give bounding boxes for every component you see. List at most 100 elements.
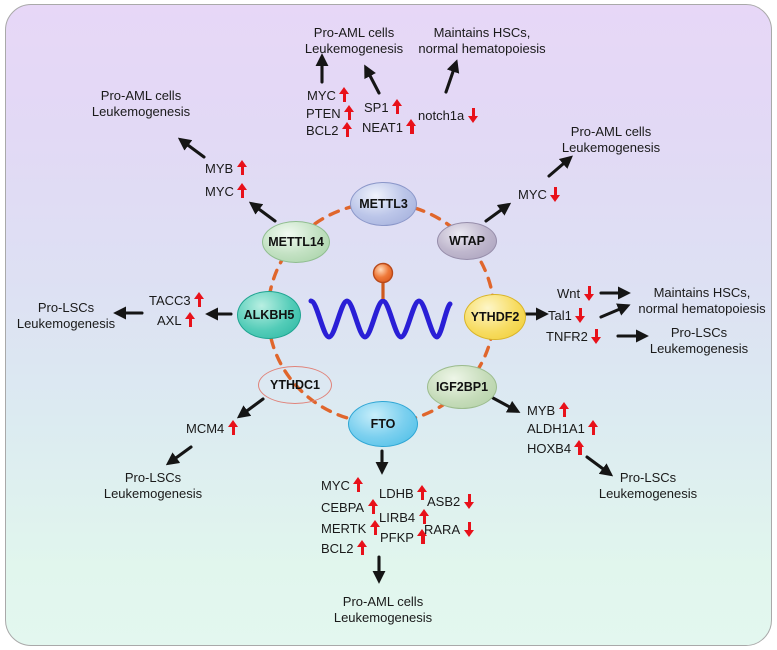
outcome-line: Pro-AML cells	[313, 25, 395, 40]
gene-label: NEAT1	[362, 120, 403, 135]
upregulated-icon	[237, 183, 249, 199]
upregulated-icon	[558, 402, 570, 418]
outcome-right-lsc: Pro-LSCs Leukemogenesis	[650, 325, 748, 356]
gene-label: MCM4	[186, 421, 225, 436]
upregulated-icon	[391, 99, 404, 115]
outcome-line: normal hematopoiesis	[638, 300, 766, 316]
upregulated-icon	[341, 122, 354, 138]
outcome-line: Pro-LSCs	[124, 470, 182, 485]
gene-label: RARA	[424, 522, 461, 537]
upregulated-icon	[353, 477, 365, 493]
gene-myc-fto: MYC	[321, 477, 365, 493]
outcome-topleft: Pro-AML cells Leukemogenesis	[92, 88, 190, 119]
regulator-alkbh5: ALKBH5	[237, 291, 301, 339]
arrow-myc-to-outcome-topright	[547, 155, 573, 178]
gene-label: MYB	[527, 403, 556, 418]
arrow-ythdc1-to-mcm4	[236, 397, 265, 419]
upregulated-icon	[574, 440, 586, 456]
gene-label: PTEN	[306, 106, 341, 121]
gene-lirb4-fto: LIRB4	[379, 509, 430, 525]
outcome-line: Maintains HSCs,	[653, 285, 751, 300]
regulator-wtap: WTAP	[437, 222, 497, 260]
outcome-topright: Pro-AML cells Leukemogenesis	[562, 124, 660, 155]
upregulated-icon	[356, 540, 369, 556]
arrow-hoxb4-to-outcome	[585, 455, 614, 477]
gene-label: PFKP	[380, 530, 414, 545]
gene-myc-mettl3: MYC	[307, 87, 351, 103]
upregulated-icon	[227, 420, 239, 436]
rna-strand-icon	[308, 298, 453, 340]
upregulated-icon	[417, 529, 429, 545]
gene-label: Tal1	[548, 308, 572, 323]
upregulated-icon	[344, 105, 356, 121]
gene-label: HOXB4	[527, 441, 572, 456]
outcome-left: Pro-LSCs Leukemogenesis	[17, 300, 115, 331]
gene-tnfr2-ythdf2: TNFR2	[546, 328, 603, 344]
gene-notch1a-mettl3: notch1a	[418, 107, 479, 123]
gene-neat1-mettl3: NEAT1	[362, 119, 418, 135]
outcome-topcenter-aml: Pro-AML cells Leukemogenesis	[305, 25, 403, 56]
regulator-ythdf2: YTHDF2	[464, 294, 526, 340]
outcome-line: Pro-AML cells	[570, 124, 652, 139]
outcome-topcenter-hsc: Maintains HSCs, normal hematopoiesis	[418, 25, 545, 56]
gene-myc-mettl14: MYC	[205, 183, 249, 199]
outcome-line: Leukemogenesis	[649, 340, 749, 356]
gene-label: MYC	[307, 88, 336, 103]
regulator-ythdc1: YTHDC1	[258, 366, 332, 404]
upregulated-icon	[339, 87, 351, 103]
gene-label: LIRB4	[379, 510, 416, 525]
gene-wnt-ythdf2: Wnt	[557, 285, 595, 301]
outcome-line: normal hematopoiesis	[418, 40, 546, 56]
gene-myb-igf2bp1: MYB	[527, 402, 570, 418]
gene-label: MYB	[205, 161, 234, 176]
downregulated-icon	[463, 521, 475, 537]
arrow-mettl14-to-genes	[248, 201, 277, 223]
gene-mertk-fto: MERTK	[321, 520, 381, 536]
arrow-igf2bp1-to-genes	[491, 396, 521, 413]
gene-label: TNFR2	[546, 329, 588, 344]
gene-label: ALDH1A1	[527, 421, 585, 436]
gene-hoxb4-igf2bp1: HOXB4	[527, 440, 586, 456]
upregulated-icon	[367, 499, 379, 515]
gene-label: BCL2	[321, 541, 354, 556]
upregulated-icon	[588, 420, 600, 436]
gene-axl-alkbh5: AXL	[157, 312, 197, 328]
gene-tal1-ythdf2: Tal1	[548, 307, 587, 323]
outcome-line: Maintains HSCs,	[433, 25, 531, 40]
outcome-line: Pro-AML cells	[100, 88, 182, 103]
figure-panel	[5, 4, 772, 646]
outcome-line: Pro-LSCs	[37, 300, 95, 315]
outcome-right-hsc: Maintains HSCs, normal hematopoiesis	[638, 285, 765, 316]
gene-ldhb-fto: LDHB	[379, 485, 429, 501]
outcome-line: Pro-LSCs	[670, 325, 728, 340]
regulator-mettl14: METTL14	[262, 221, 330, 263]
m6a-mark-icon	[372, 262, 394, 299]
upregulated-icon	[184, 312, 197, 328]
gene-label: CEBPA	[321, 500, 365, 515]
gene-label: TACC3	[149, 293, 191, 308]
outcome-line: Leukemogenesis	[103, 485, 203, 501]
outcome-line: Leukemogenesis	[16, 315, 116, 331]
outcome-line: Leukemogenesis	[598, 485, 698, 501]
regulator-mettl3: METTL3	[350, 182, 417, 226]
gene-bcl2-mettl3: BCL2	[306, 122, 354, 138]
gene-asb2-fto: ASB2	[427, 493, 475, 509]
upregulated-icon	[194, 292, 206, 308]
gene-label: ASB2	[427, 494, 461, 509]
gene-myb-mettl14: MYB	[205, 160, 248, 176]
gene-mcm4-ythdc1: MCM4	[186, 420, 239, 436]
gene-label: SP1	[364, 100, 389, 115]
regulator-fto: FTO	[348, 401, 418, 447]
downregulated-icon	[575, 307, 587, 323]
downregulated-icon	[467, 107, 479, 123]
upregulated-icon	[406, 119, 418, 135]
gene-pfkp-fto: PFKP	[380, 529, 429, 545]
arrow-mcm4-to-outcome	[165, 445, 193, 466]
gene-aldh1a1-igf2bp1: ALDH1A1	[527, 420, 600, 436]
upregulated-icon	[369, 520, 381, 536]
arrow-myb-myc-to-outcome	[177, 137, 206, 159]
outcome-bottomright: Pro-LSCs Leukemogenesis	[599, 470, 697, 501]
arrow-sp1-neat1-to-outcome	[364, 64, 381, 95]
gene-label: notch1a	[418, 108, 465, 123]
